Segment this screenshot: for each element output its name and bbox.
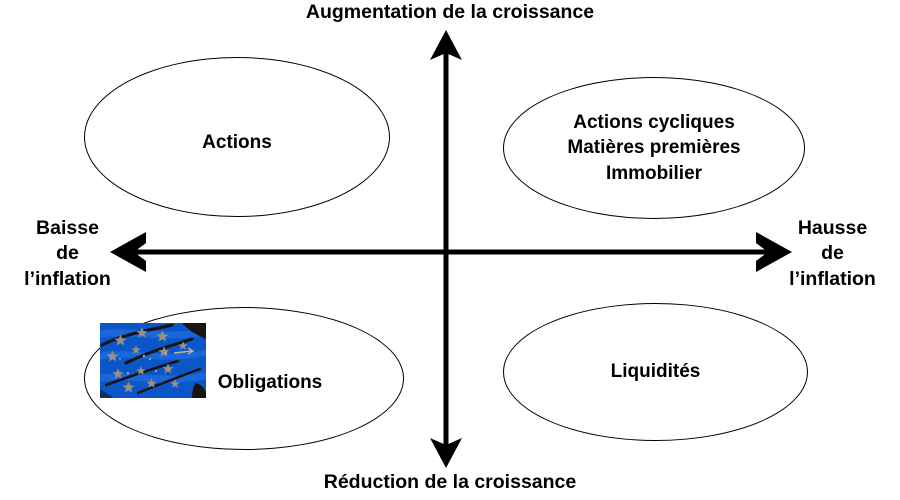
quadrant-ellipse-liquidites[interactable]: Liquidités: [503, 303, 808, 441]
axis-label-inflation-decrease: Baisse de l’inflation: [24, 217, 111, 290]
quadrant-ellipse-actions[interactable]: Actions: [84, 57, 390, 217]
arrow-down-icon: [430, 438, 462, 468]
arrow-up-icon: [430, 30, 462, 60]
arrow-right-icon: [756, 232, 792, 272]
axis-label-growth-decrease: Réduction de la croissance: [323, 471, 577, 493]
quadrant-label-liquidites: Liquidités: [610, 361, 701, 383]
quadrant-label-actions: Actions: [202, 132, 272, 154]
arrow-left-icon: [110, 232, 146, 272]
axis-label-growth-increase: Augmentation de la croissance: [305, 1, 595, 23]
quadrant-ellipse-actions-cycliques[interactable]: Actions cycliques Matières premières Imm…: [503, 77, 805, 219]
eu-flag-stars-image: [100, 323, 206, 398]
quadrant-label-obligations: Obligations: [217, 371, 323, 393]
quadrant-label-actions-cycliques: Actions cycliques Matières premières Imm…: [567, 112, 741, 184]
axis-label-inflation-increase: Hausse de l’inflation: [789, 217, 876, 290]
